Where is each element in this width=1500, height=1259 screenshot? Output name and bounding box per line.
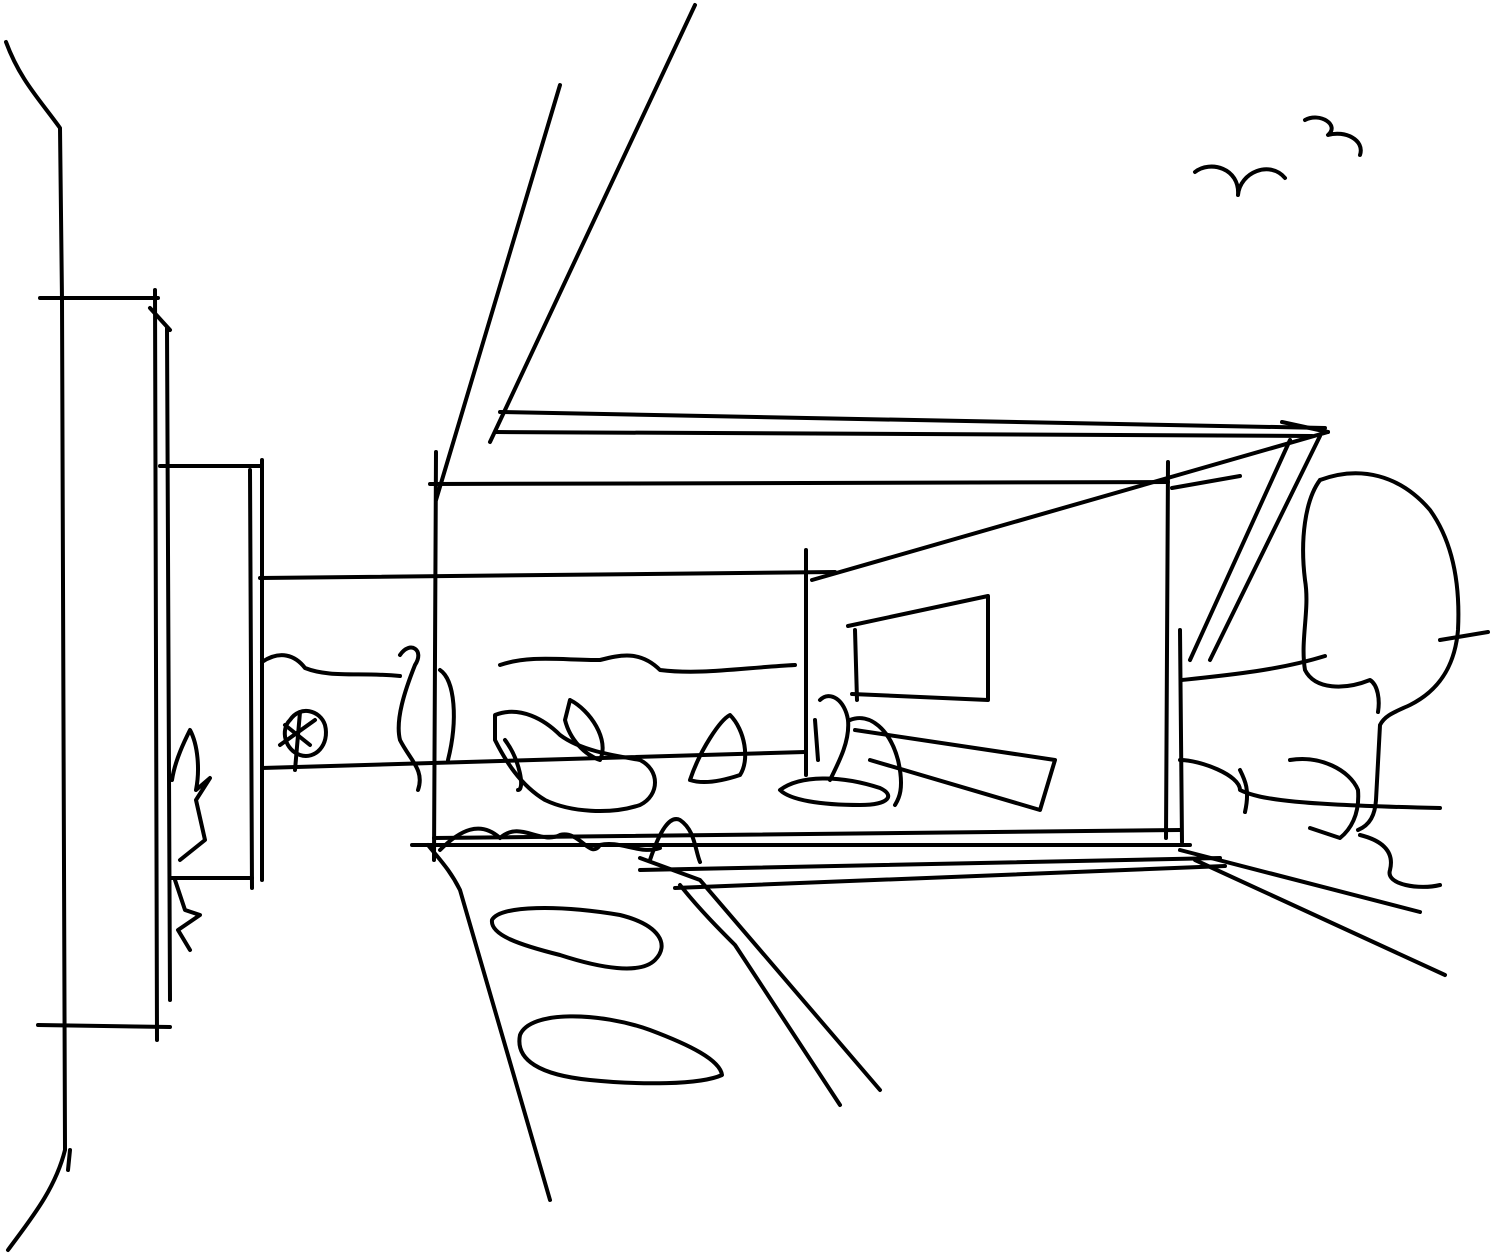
left-column	[4, 40, 172, 1252]
canopy-roof	[258, 3, 1330, 662]
right-tree	[1301, 471, 1490, 832]
background-treeline	[260, 653, 1442, 810]
courtyard-figures	[278, 645, 903, 814]
planter-bench	[853, 728, 1057, 812]
second-wall-panel	[158, 458, 264, 952]
glass-pavilion	[410, 450, 1192, 862]
birds	[1193, 115, 1363, 197]
walkway	[426, 757, 1447, 1202]
